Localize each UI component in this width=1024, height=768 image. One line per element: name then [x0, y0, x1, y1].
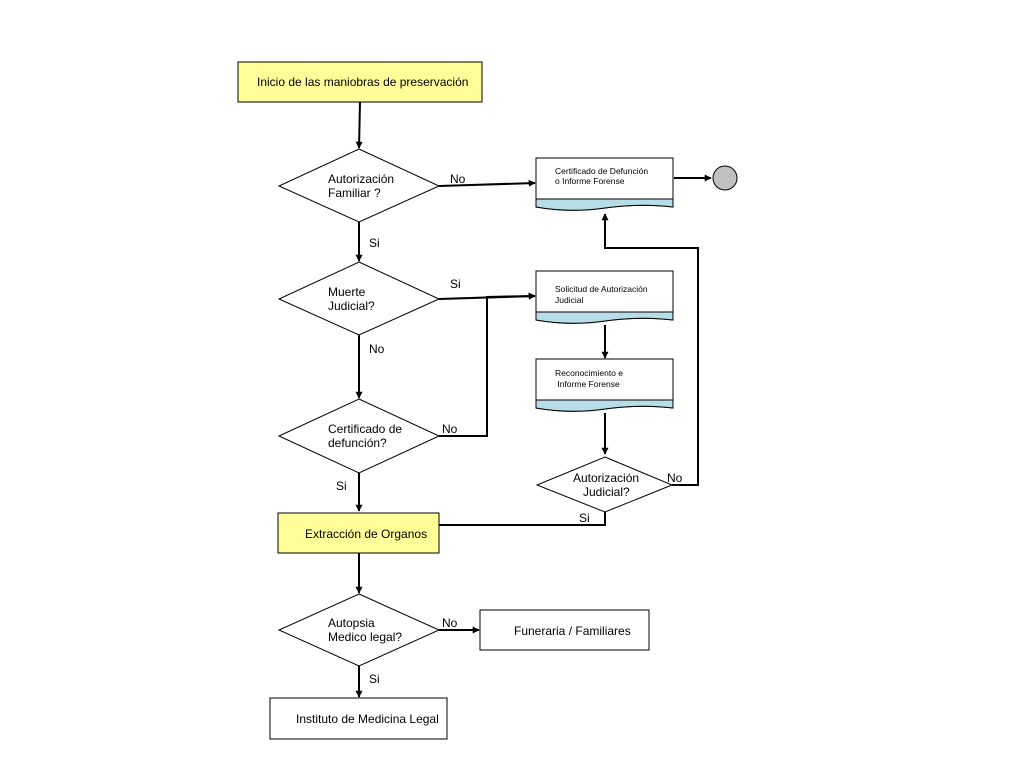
extraccion-label: Extracción de Organos [305, 527, 427, 541]
funeraria-box: Funeraria / Familiares [479, 609, 650, 651]
label-certificado-no: No [442, 422, 458, 436]
label-familiar-no: No [450, 172, 466, 186]
label-familiar-si: Si [369, 236, 380, 250]
decision-autopsia-line1: Autopsia [328, 616, 375, 630]
instituto-label: Instituto de Medicina Legal [296, 712, 439, 726]
label-judicial-no: No [369, 342, 385, 356]
decision-muerte-judicial: Muerte Judicial? [277, 261, 441, 336]
label-certificado-si: Si [336, 479, 347, 493]
decision-familiar-line2: Familiar ? [328, 186, 381, 200]
edge-autjud-si [439, 512, 606, 526]
document-reconocimiento-line1: Reconocimiento e [555, 368, 623, 378]
edges [355, 101, 712, 698]
start-box: Inicio de las maniobras de preservación [237, 61, 483, 103]
decision-familiar-line1: Autorización [328, 172, 394, 186]
document-solicitud: Solicitud de Autorización Judicial [535, 270, 674, 324]
label-autopsia-no: No [442, 616, 458, 630]
decision-certificado: Certificado de defunción? [277, 398, 441, 474]
label-autopsia-si: Si [369, 672, 380, 686]
edge-labels: No Si Si No No Si No Si No Si [336, 172, 683, 686]
document-solicitud-line2: Judicial [555, 295, 583, 305]
end-terminal [712, 165, 738, 191]
decision-autopsia: Autopsia Medico legal? [277, 593, 441, 667]
edge-autjud-no [601, 213, 699, 486]
decision-autjud-line2: Judicial? [583, 485, 630, 499]
decision-autopsia-line2: Medico legal? [328, 630, 402, 644]
label-autjud-si: Si [579, 511, 590, 525]
edge-start-to-familiar [355, 101, 363, 149]
decision-judicial-line1: Muerte [328, 285, 366, 299]
decision-certificado-line1: Certificado de [328, 422, 402, 436]
edge-familiar-no [438, 179, 536, 187]
decision-certificado-line2: defunción? [328, 436, 387, 450]
extraccion-box: Extracción de Organos [277, 512, 440, 554]
document-certificado-line1: Certificado de Defunción [555, 166, 648, 176]
funeraria-label: Funeraria / Familiares [514, 624, 631, 638]
decision-judicial-line2: Judicial? [328, 299, 375, 313]
decision-familiar: Autorización Familiar ? [277, 148, 441, 223]
decision-autjud-line1: Autorización [573, 471, 639, 485]
label-judicial-si: Si [450, 277, 461, 291]
document-reconocimiento-line2: Informe Forense [555, 379, 620, 389]
document-solicitud-line1: Solicitud de Autorización [555, 284, 648, 294]
document-certificado-line2: o Informe Forense [555, 176, 625, 186]
label-autjud-no: No [667, 471, 683, 485]
decision-autorizacion-judicial: Autorización Judicial? [535, 456, 674, 513]
start-label: Inicio de las maniobras de preservación [257, 75, 468, 89]
document-reconocimiento: Reconocimiento e Informe Forense [535, 358, 674, 412]
edge-certificado-no [439, 292, 536, 437]
document-certificado: Certificado de Defunción o Informe Foren… [535, 157, 674, 211]
instituto-box: Instituto de Medicina Legal [269, 697, 448, 740]
